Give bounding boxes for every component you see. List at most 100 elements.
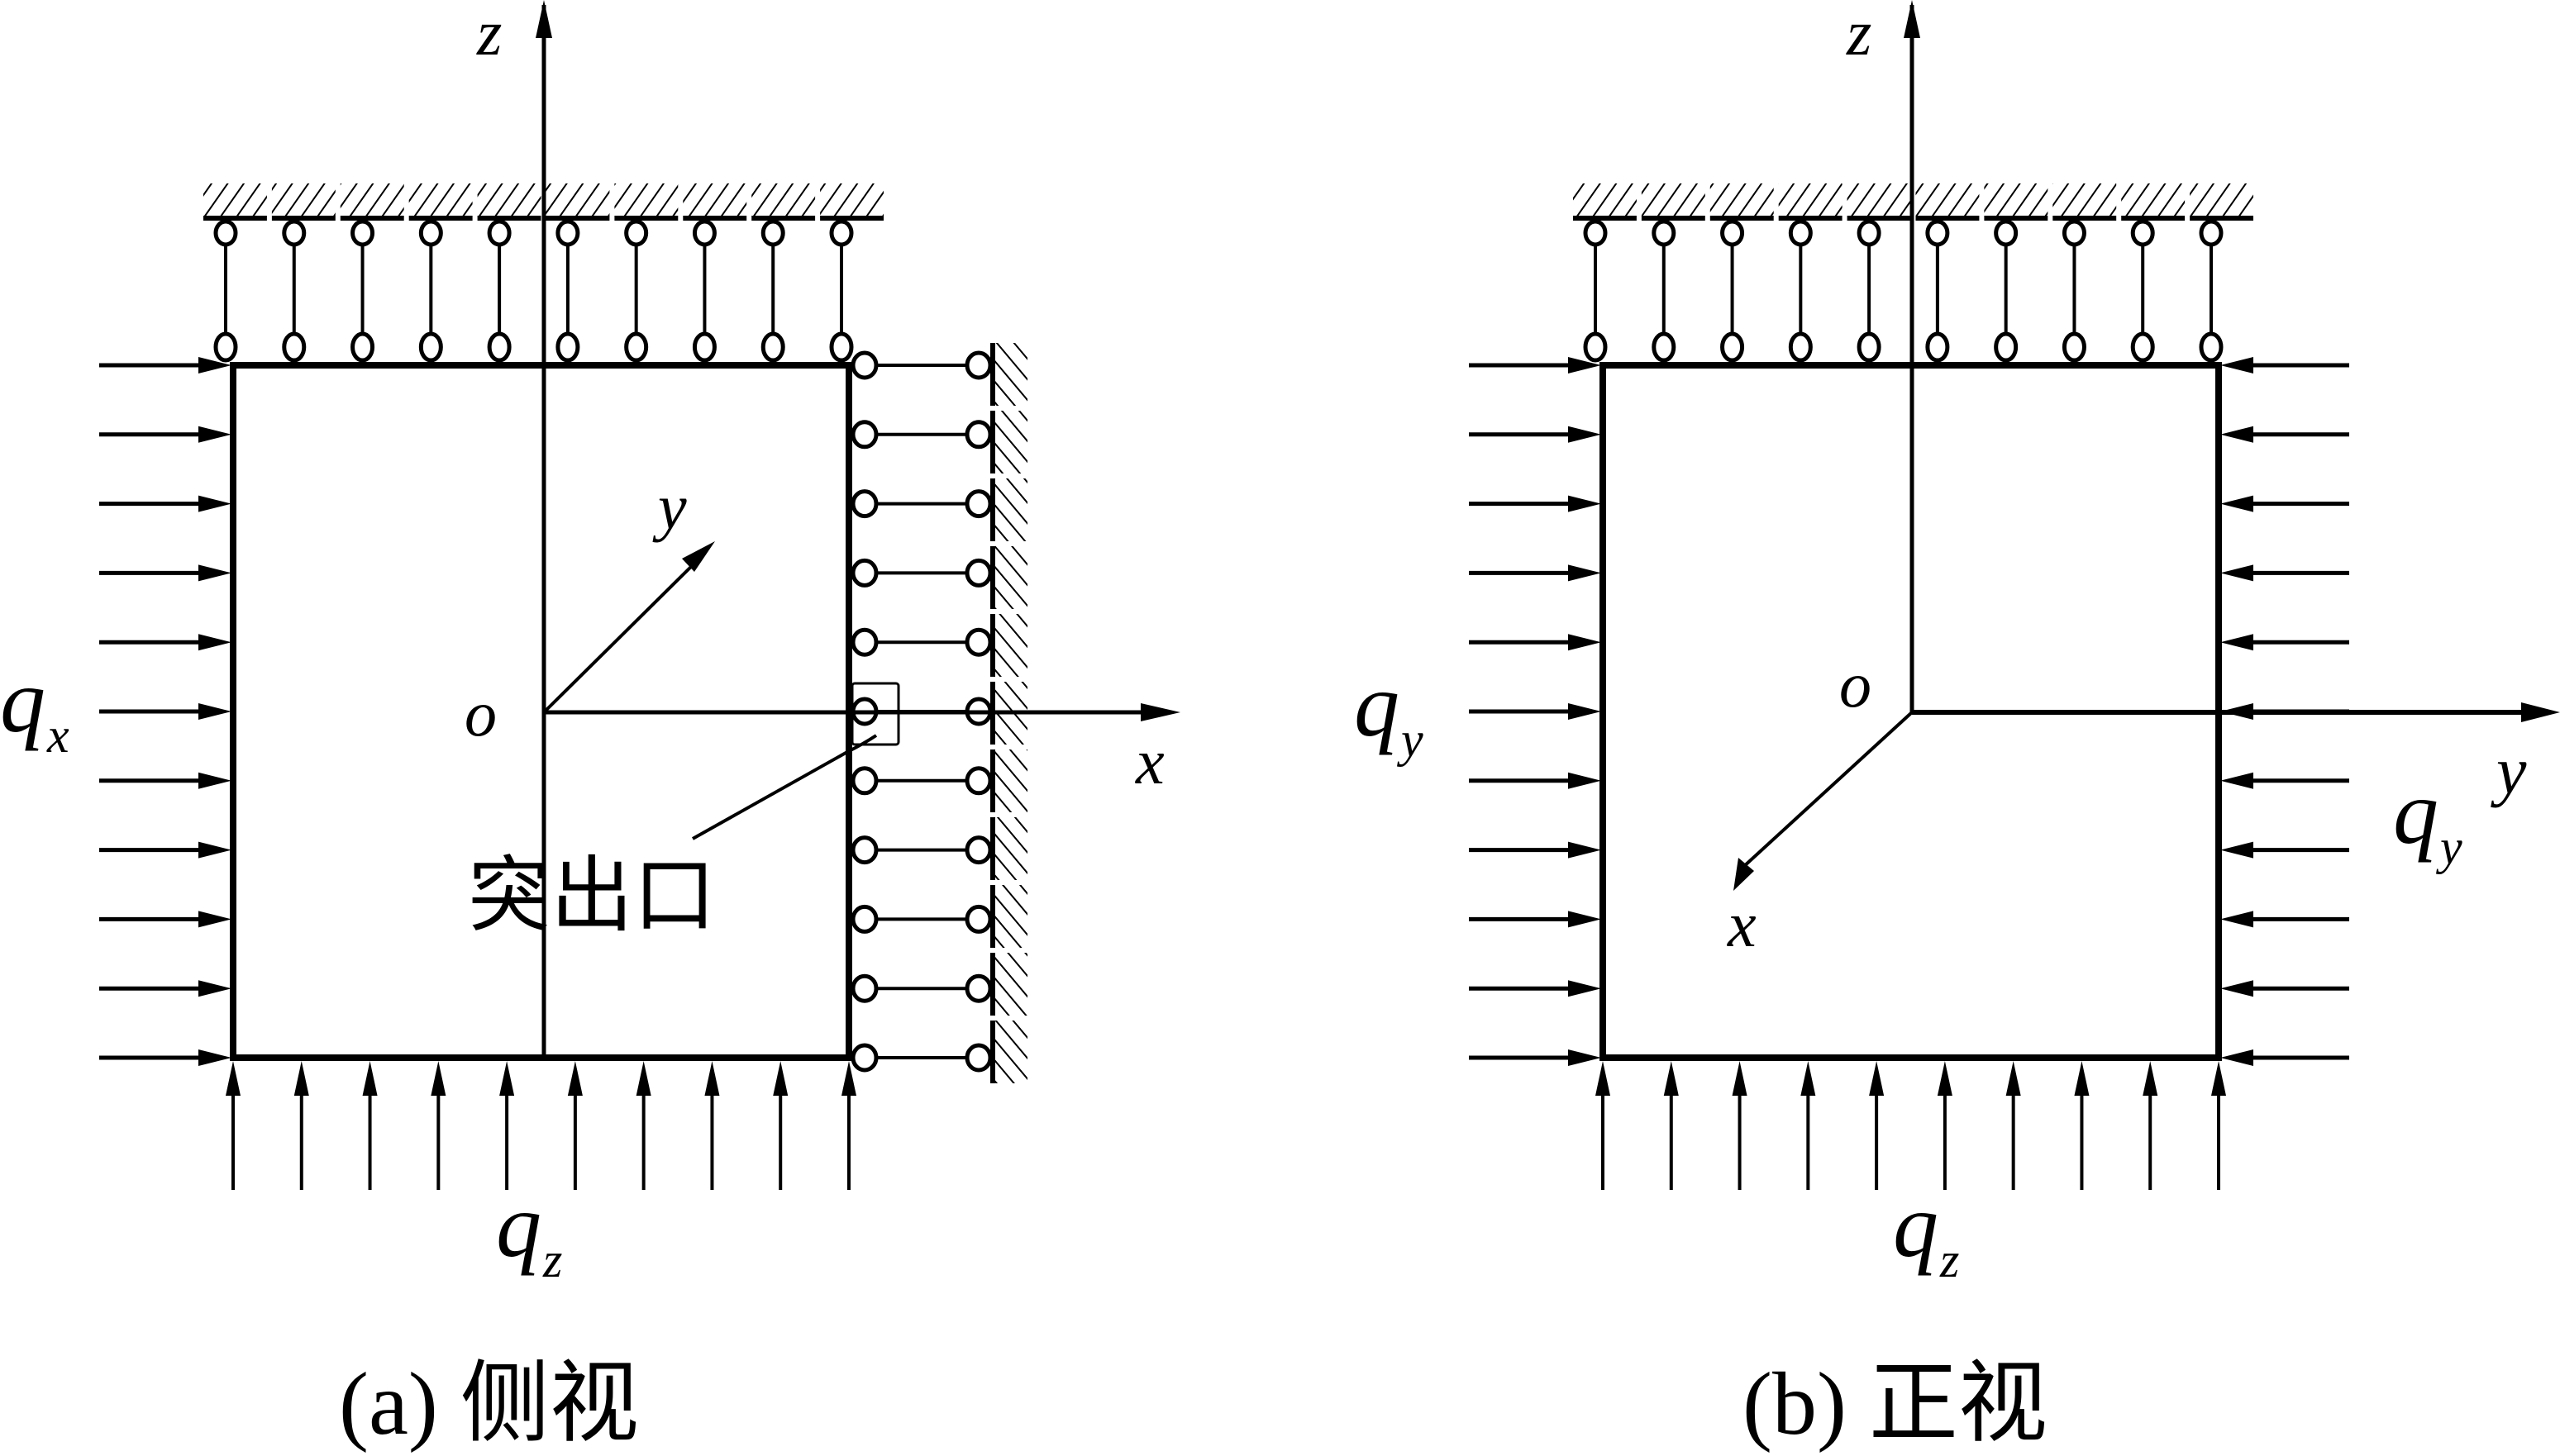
pin-circle (555, 331, 580, 363)
y-axis-arrowhead (682, 541, 715, 572)
x-axis-label: x (1727, 888, 1757, 960)
load-arrow (226, 1061, 241, 1190)
load-arrow (841, 1061, 856, 1190)
pin-circle (829, 331, 854, 363)
wall-hatching (994, 546, 1027, 609)
arrow-head (198, 426, 231, 443)
load-arrow (1469, 703, 1601, 720)
top-support-links (213, 219, 854, 363)
origin-label: o (1839, 649, 1871, 721)
support-link (760, 219, 785, 363)
pin-circle (851, 489, 879, 519)
pin-circle (851, 627, 879, 657)
pin-circle (487, 219, 512, 247)
arrow-head (198, 1049, 231, 1066)
pin-circle (965, 489, 993, 519)
load-arrow (2220, 980, 2349, 997)
load-arrow (1469, 357, 1601, 374)
load-arrow (1469, 634, 1601, 651)
pin-circle (624, 331, 649, 363)
load-arrow (1663, 1061, 1679, 1190)
load-arrow (1469, 495, 1601, 512)
pin-circle (851, 973, 879, 1003)
pin-circle (692, 331, 717, 363)
arrow-head (1568, 980, 1601, 997)
load-arrow (773, 1061, 789, 1190)
pin-circle (692, 219, 717, 247)
pin-circle (851, 558, 879, 588)
load-arrow (99, 634, 231, 651)
load-arrow (1869, 1061, 1885, 1190)
load-arrow (99, 772, 231, 789)
support-link (1994, 219, 2019, 363)
load-arrow (2220, 634, 2349, 651)
pin-circle (213, 219, 238, 247)
load-arrow (1469, 564, 1601, 582)
pin-circle (2199, 331, 2224, 363)
wall-hatching (994, 411, 1027, 473)
load-arrow (2220, 772, 2349, 789)
arrow-head (198, 841, 231, 859)
pin-circle (418, 219, 443, 247)
left-load-arrows (99, 357, 231, 1066)
arrow-head (2074, 1061, 2090, 1096)
load-arrow (99, 841, 231, 859)
load-arrow (1469, 841, 1601, 859)
load-arrow (704, 1061, 720, 1190)
wall-hatching (994, 343, 1027, 406)
arrow-head (431, 1061, 446, 1096)
wall-hatching (271, 183, 336, 216)
arrow-head (198, 564, 231, 582)
arrow-head (2220, 772, 2253, 789)
load-arrow (1469, 772, 1601, 789)
pin-circle (965, 350, 993, 380)
top-fixed-wall (1573, 183, 2253, 221)
pin-circle (350, 331, 375, 363)
support-link (1788, 219, 1813, 363)
pin-circle (965, 766, 993, 796)
load-arrow (1937, 1061, 1952, 1190)
pin-circle (851, 766, 879, 796)
arrow-head (2220, 980, 2253, 997)
load-arrow (99, 495, 231, 512)
arrow-head (2005, 1061, 2021, 1096)
wall-hatching (1984, 183, 2048, 216)
load-qz-label: qz (1893, 1175, 1959, 1287)
wall-hatching (994, 817, 1027, 880)
x-axis-label: x (1135, 726, 1165, 797)
wall-hatching (2190, 183, 2253, 216)
wall-hatching (994, 614, 1027, 677)
wall-hatching (1573, 183, 1637, 216)
wall-hatching (994, 749, 1027, 812)
pin-circle (760, 331, 785, 363)
z-axis-arrowhead (1904, 0, 1920, 38)
pin-circle (965, 558, 993, 588)
pin-circle (965, 1043, 993, 1073)
load-qy-left-label: qy (1354, 654, 1423, 767)
wall-hatching (683, 183, 747, 216)
load-arrow (567, 1061, 583, 1190)
pin-circle (1994, 219, 2019, 247)
arrow-head (1937, 1061, 1952, 1096)
y-axis-line (542, 554, 704, 714)
arrow-head (362, 1061, 378, 1096)
arrow-head (704, 1061, 720, 1096)
arrow-head (1568, 426, 1601, 443)
pin-circle (760, 219, 785, 247)
arrow-head (1732, 1061, 1747, 1096)
pin-circle (282, 219, 307, 247)
load-arrow (2220, 495, 2349, 512)
pin-circle (829, 219, 854, 247)
support-link (829, 219, 854, 363)
wall-hatching (994, 953, 1027, 1016)
wall-hatching (994, 885, 1027, 948)
support-link (1583, 219, 1608, 363)
pin-circle (2130, 331, 2155, 363)
support-link (851, 558, 993, 588)
arrow-head (198, 357, 231, 374)
support-link (487, 219, 512, 363)
support-link (851, 627, 993, 657)
pin-circle (965, 904, 993, 934)
load-arrow (2074, 1061, 2090, 1190)
wall-hatching (614, 183, 679, 216)
